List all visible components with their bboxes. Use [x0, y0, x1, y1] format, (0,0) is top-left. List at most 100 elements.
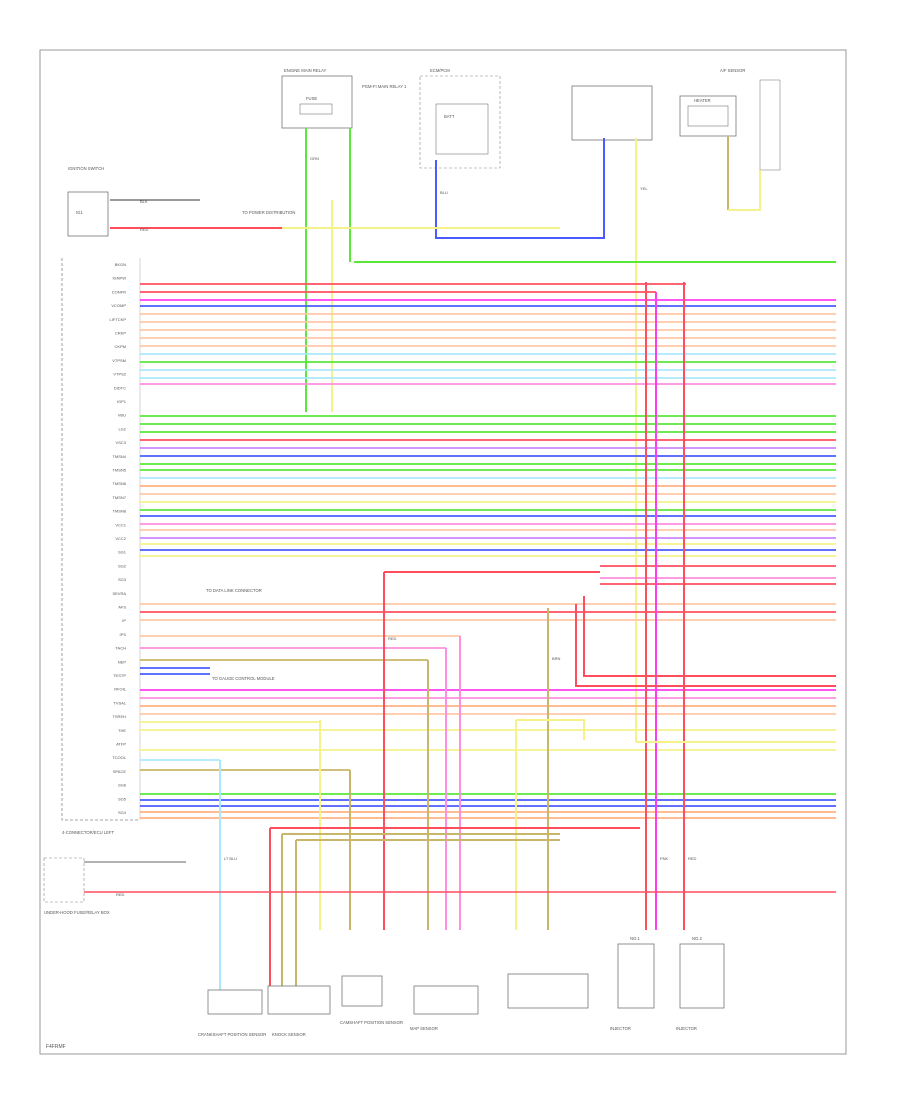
- pgm-fi-relay-label: PGM-FI MAIN RELAY 1: [362, 84, 407, 89]
- ecm-pin-label: IGP1: [117, 399, 127, 404]
- ecm-pin-label: TVSAL: [113, 700, 126, 705]
- wire-code-label: PNK: [660, 856, 669, 861]
- ecm-pin-label: SG1: [118, 550, 127, 555]
- knock-sensor-label: KNOCK SENSOR: [272, 1032, 306, 1037]
- wire-code-label: RED: [140, 227, 149, 232]
- ecm-pin-label: SG6: [118, 783, 127, 788]
- wire-code-label: YEL: [640, 186, 648, 191]
- ignition-switch-box: [67, 191, 109, 237]
- injector-2-label: INJECTOR: [676, 1026, 697, 1031]
- wire-code-label: BLU: [440, 190, 448, 195]
- inline-note-gauge: TO GAUGE CONTROL MODULE: [212, 676, 275, 681]
- ecm-pin-label: TMSN4: [112, 454, 126, 459]
- ecm-pin-label: LG2: [118, 426, 126, 431]
- diagram-frame: [39, 49, 847, 1055]
- injector-1-connector: [617, 943, 655, 1009]
- heater-relay-coil: [687, 105, 729, 127]
- ecm-connector-caption: 4-CONNECTOR/ECU LEFT: [62, 830, 114, 835]
- ecm-pin-label: RFOIL: [114, 687, 127, 692]
- ecm-pin-label: SG5: [118, 796, 127, 801]
- top-feeds: [110, 128, 761, 742]
- component-captions: ENGINE MAIN RELAY FUSE PGM-FI MAIN RELAY…: [44, 68, 745, 1050]
- injector-1-note: NO.1: [630, 936, 640, 941]
- ecm-pin-label: VCOMP: [111, 303, 126, 308]
- ecm-pin-label: TMSN7: [112, 495, 126, 500]
- bottom-components: [207, 943, 725, 1015]
- injector-2-note: NO.2: [692, 936, 702, 941]
- ecm-pin-label: SG3: [118, 577, 127, 582]
- ecm-pin-label: AFS: [118, 605, 126, 610]
- ecm-pin-label: SG2: [118, 563, 127, 568]
- wire-code-label: RED: [688, 856, 697, 861]
- engine-main-relay-box: [281, 75, 353, 129]
- ecm-pin-label: THE: [118, 728, 126, 733]
- ecm-pin-label: VTPS2: [113, 372, 126, 377]
- ecm-pin-label: IP: [122, 618, 126, 623]
- relay-coil: [299, 103, 333, 115]
- ecm-pin-label: TMSN8: [112, 509, 126, 514]
- camshaft-sensor-connector: [341, 975, 383, 1007]
- ecm-pin-label: SEVRA: [112, 591, 126, 596]
- ecm-pin-label: VCC1: [115, 522, 126, 527]
- ecm-pin-label: LIFTCKP: [110, 317, 127, 322]
- under-hood-fuse-box-label: UNDER-HOOD FUSE/RELAY BOX: [44, 910, 110, 915]
- wire-code-label: BLK: [140, 199, 148, 204]
- wire-code-label: BRN: [552, 656, 561, 661]
- a-f-sensor-box: [759, 79, 781, 171]
- ecm-pin-label: CONFR: [112, 289, 126, 294]
- ecm-pin-label: TCOOL: [112, 755, 127, 760]
- ecm-pin-label: TESTP: [113, 673, 126, 678]
- ecm-pin-label: SPACE: [113, 769, 127, 774]
- engine-main-relay-label: ENGINE MAIN RELAY: [284, 68, 326, 73]
- ecm-pin-label: BKGN: [115, 262, 126, 267]
- ecm-pin-label: DIDTC: [114, 385, 126, 390]
- a-f-sensor-note: HEATER: [694, 98, 711, 103]
- camshaft-sensor-label: CAMSHAFT POSITION SENSOR: [340, 1020, 403, 1025]
- ecm-pin-label: NEP: [118, 659, 127, 664]
- injector-2-connector: [679, 943, 725, 1009]
- engine-main-relay-note: FUSE: [306, 96, 317, 101]
- bus-lines: [140, 283, 836, 819]
- inline-note-power: TO POWER DISTRIBUTION: [242, 210, 295, 215]
- crankshaft-sensor-connector: [207, 989, 263, 1015]
- a-f-sensor-label: A/F SENSOR: [720, 68, 745, 73]
- inline-note-dlc: TO DATA LINK CONNECTOR: [206, 588, 262, 593]
- relay-2-box: [571, 85, 653, 141]
- ecm-pin-label: TMSN6: [112, 481, 126, 486]
- ecm-pin-label: VBU: [118, 413, 126, 418]
- ignition-switch-label: IGNITION SWITCH: [68, 166, 104, 171]
- wire-code-label: LT BLU: [224, 856, 237, 861]
- ecm-pin-label: CRKP: [115, 331, 126, 336]
- ecm-pin-label: VCC2: [115, 536, 126, 541]
- ecm-pin-label: TACH: [115, 646, 126, 651]
- wire-code-label: RED: [388, 636, 397, 641]
- ecm-pin-label: TMSN5: [112, 468, 126, 473]
- ecm-pin-label: ATFP: [116, 742, 126, 747]
- ecm-boundary: [61, 258, 140, 821]
- page-label: F4FRMF: [46, 1044, 66, 1050]
- under-hood-fuse-box: [43, 857, 85, 903]
- fuse-box: [435, 103, 489, 155]
- ecm-pcm-label: ECM/PCM: [430, 68, 450, 73]
- ignition-switch-note: IG1: [76, 210, 83, 215]
- throttle-body-connector: [507, 973, 589, 1009]
- ecm-pin-label: VSC3: [116, 440, 127, 445]
- ecm-pcm-note: BATT: [444, 114, 455, 119]
- pgm-fi-relay-box: [419, 75, 501, 169]
- harness-verticals: [219, 261, 836, 990]
- wire-code-label: RED: [116, 892, 125, 897]
- wire-code-label: GRN: [310, 156, 319, 161]
- crankshaft-sensor-label: CRANKSHAFT POSITION SENSOR: [198, 1032, 266, 1037]
- ecm-pin-label: CKPM: [114, 344, 126, 349]
- wire-code-labels: GRN BLU YEL RED BRN LT BLU PNK RED RED R…: [116, 156, 697, 897]
- injector-1-label: INJECTOR: [610, 1026, 631, 1031]
- ecm-pin-label: SG4: [118, 810, 127, 815]
- ecm-pin-label: VTPSM: [112, 358, 126, 363]
- ecm-pin-label: IPS: [120, 632, 127, 637]
- ecm-pin-label: TSREH: [112, 714, 126, 719]
- ecm-pin-label: IGNPW: [112, 276, 126, 281]
- map-sensor-label: MAP SENSOR: [410, 1026, 438, 1031]
- map-sensor-connector: [413, 985, 479, 1015]
- pin-labels: BKGN IGNPW CONFR VCOMP LIFTCKP CRKP CKPM VTPSM V…: [110, 262, 127, 815]
